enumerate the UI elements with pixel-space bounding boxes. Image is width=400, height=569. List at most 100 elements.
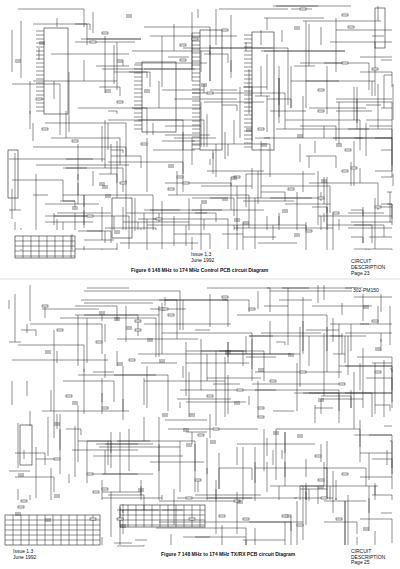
wire — [201, 102, 202, 147]
wire — [195, 330, 210, 331]
wire — [225, 132, 226, 159]
wire — [369, 237, 392, 238]
wire — [192, 33, 200, 34]
wire — [176, 505, 177, 527]
wire — [147, 225, 237, 250]
wire — [306, 483, 307, 525]
wire — [345, 336, 346, 363]
wire — [345, 393, 392, 394]
wire — [244, 59, 252, 60]
wire — [102, 378, 103, 402]
wire — [306, 21, 307, 75]
wire — [93, 12, 94, 33]
capacitor-symbol — [147, 339, 153, 341]
wire — [219, 453, 220, 489]
wire — [147, 219, 148, 250]
resistor-symbol — [183, 182, 189, 184]
wire — [375, 171, 392, 172]
wire — [48, 417, 49, 456]
wire — [75, 213, 76, 230]
wire — [282, 30, 283, 42]
wire — [84, 195, 85, 228]
wire — [186, 225, 187, 246]
capacitor-symbol — [297, 135, 303, 137]
wire — [192, 432, 193, 444]
wire — [36, 174, 37, 230]
wire — [150, 462, 204, 463]
wire — [12, 381, 13, 405]
capacitor-symbol — [294, 234, 300, 236]
wire — [351, 237, 363, 243]
wire — [210, 48, 288, 78]
resistor-symbol — [288, 188, 294, 190]
wire — [108, 123, 109, 150]
wire — [37, 515, 38, 545]
wire — [177, 498, 252, 499]
resistor-symbol — [282, 515, 288, 517]
resistor-symbol — [42, 305, 48, 307]
wire — [5, 540, 100, 541]
wire — [63, 201, 75, 207]
wire — [327, 207, 328, 250]
wire — [165, 135, 210, 136]
wire — [201, 351, 243, 366]
resistor-symbol — [195, 479, 201, 481]
wire — [381, 150, 392, 151]
wire — [273, 6, 318, 7]
wire — [244, 143, 252, 144]
wire — [136, 505, 137, 527]
wire — [231, 177, 232, 186]
wire — [246, 42, 247, 51]
wire — [244, 75, 252, 76]
wire — [135, 63, 207, 64]
wire — [192, 144, 270, 177]
resistor-symbol — [342, 473, 348, 475]
wire — [192, 237, 193, 250]
capacitor-symbol — [297, 435, 303, 437]
wire — [244, 35, 252, 36]
wire — [354, 372, 355, 429]
wire — [243, 447, 244, 500]
wire — [300, 144, 301, 162]
capacitor-symbol — [39, 42, 45, 44]
wire — [381, 60, 392, 61]
capacitor-symbol — [117, 60, 123, 62]
wire — [330, 42, 392, 43]
wire — [123, 510, 124, 534]
wire — [152, 505, 153, 527]
wire — [192, 53, 200, 54]
wire — [180, 402, 181, 408]
wire — [78, 231, 111, 243]
wire — [324, 333, 325, 390]
wire — [315, 405, 316, 423]
wire — [99, 447, 180, 448]
wire — [102, 69, 195, 70]
wire — [36, 31, 44, 32]
resistor-symbol — [318, 197, 324, 199]
capacitor-symbol — [183, 429, 189, 431]
wire — [21, 228, 22, 230]
sheet-note: 302-PM150 — [352, 288, 394, 294]
wire — [192, 65, 200, 66]
wire — [249, 396, 250, 405]
wire — [84, 60, 85, 81]
wire — [36, 59, 44, 60]
wire — [333, 213, 334, 250]
wire — [63, 236, 64, 258]
wire — [60, 318, 156, 357]
wire — [210, 414, 211, 438]
wire — [354, 138, 392, 171]
wire — [360, 57, 392, 58]
wire — [192, 89, 200, 90]
wire — [57, 414, 58, 429]
wire — [87, 288, 129, 289]
capacitor-symbol — [318, 486, 324, 488]
resistor-symbol — [222, 296, 228, 298]
resistor-symbol — [87, 215, 93, 217]
wire — [222, 105, 237, 111]
wire — [237, 447, 238, 465]
wire — [369, 453, 370, 480]
wire — [15, 294, 16, 342]
wire — [228, 375, 229, 414]
wire — [228, 342, 229, 363]
